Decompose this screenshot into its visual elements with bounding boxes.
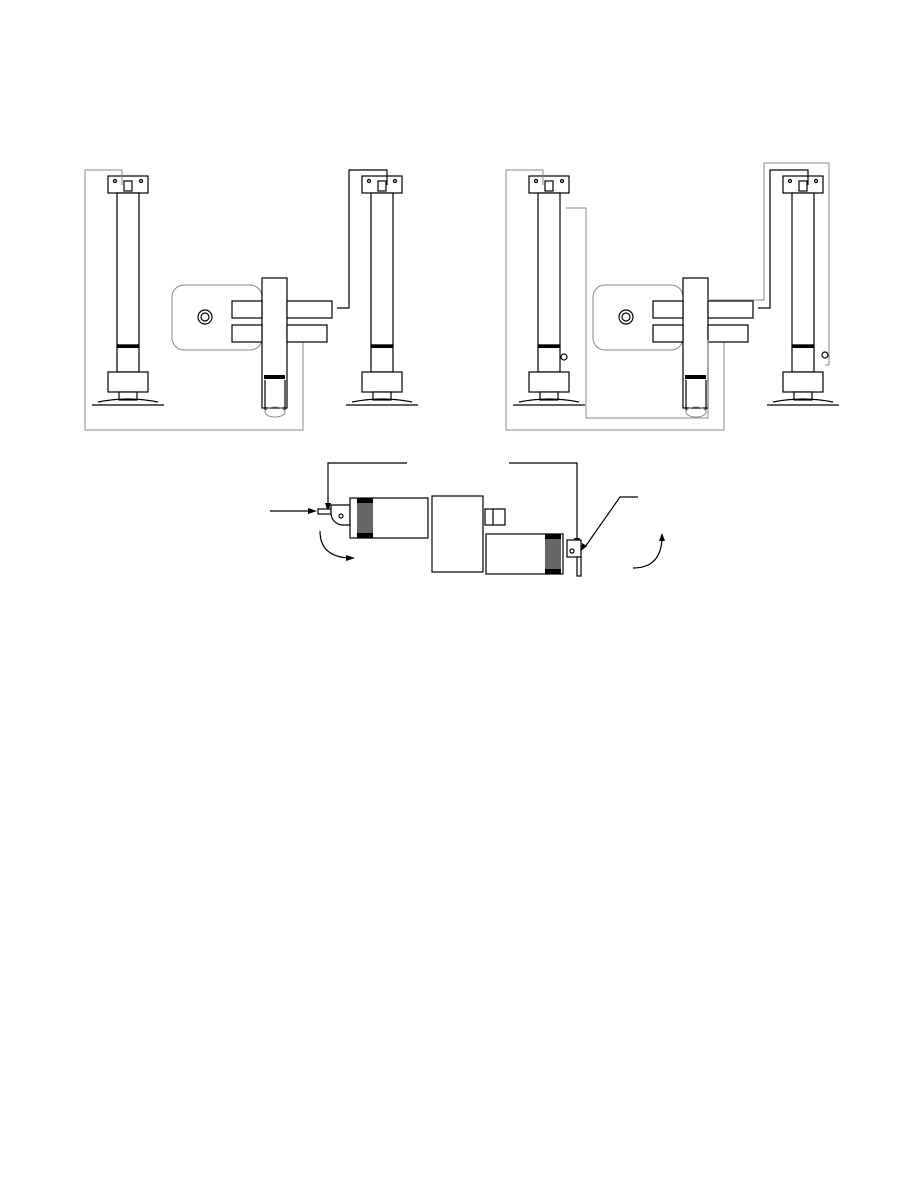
column-tube	[116, 192, 140, 346]
wire-right	[337, 169, 388, 309]
base-clamp	[782, 371, 824, 393]
column-foot	[793, 391, 813, 401]
assembly-view-right	[505, 162, 839, 431]
valve-fitting	[123, 180, 133, 192]
right-bracket	[566, 539, 582, 558]
wire-extra	[708, 162, 830, 366]
column-collar	[370, 344, 394, 373]
collar-band	[371, 345, 393, 348]
bolt	[787, 178, 793, 184]
hex-nut-inner	[200, 312, 210, 322]
sensor	[560, 353, 568, 361]
hex-nut	[197, 309, 213, 325]
gearbox	[431, 495, 484, 573]
input-pin	[317, 508, 332, 515]
bolt	[392, 178, 398, 184]
collar-band	[538, 345, 560, 348]
arrowhead	[308, 508, 317, 514]
solenoid	[286, 300, 333, 319]
arrowhead	[581, 543, 587, 551]
rotation-arrow-left	[319, 530, 351, 559]
collar-band	[792, 345, 814, 348]
bolt	[559, 178, 565, 184]
solenoid	[231, 324, 263, 343]
column-tube	[370, 192, 394, 346]
solenoid	[231, 300, 263, 319]
column-foot	[118, 391, 138, 401]
actuator-detail	[270, 462, 665, 577]
output-pin	[576, 556, 582, 577]
base-plate	[767, 398, 839, 406]
hose-clamp	[264, 375, 285, 379]
valve-body	[261, 277, 288, 409]
base-clamp	[107, 371, 149, 393]
wire-right	[758, 169, 809, 309]
bolt	[813, 178, 819, 184]
valve-body	[682, 277, 709, 409]
column-collar	[537, 344, 561, 373]
base-clamp	[528, 371, 570, 393]
cable-gland	[484, 508, 506, 526]
column-tube	[537, 192, 561, 346]
bolt	[112, 178, 118, 184]
sensor	[821, 351, 829, 359]
wire-extra	[566, 207, 709, 419]
base-plate	[513, 398, 585, 406]
pipe-end	[264, 406, 286, 418]
hose-clamp	[685, 375, 706, 379]
column-foot	[372, 391, 392, 401]
left-bracket	[330, 504, 351, 526]
solenoid	[286, 324, 328, 343]
motor-cylinder-left	[349, 497, 429, 539]
valve-fitting	[544, 180, 554, 192]
arrowhead	[325, 503, 331, 512]
solenoid	[652, 300, 684, 319]
hex-nut	[618, 309, 634, 325]
valve-fitting	[377, 180, 387, 192]
rotation-arrow-right	[632, 537, 663, 569]
solenoid	[707, 324, 749, 343]
bolt	[366, 178, 372, 184]
assembly-view-left	[84, 169, 418, 431]
column-foot	[539, 391, 559, 401]
leader-line-left	[327, 462, 407, 508]
solenoid	[707, 300, 754, 319]
base-plate	[346, 398, 418, 406]
column-collar	[791, 344, 815, 373]
bolt	[533, 178, 539, 184]
column-tube	[791, 192, 815, 346]
leader-line-diagonal	[584, 496, 638, 548]
base-plate	[92, 398, 164, 406]
leader-line-right	[509, 462, 578, 543]
pipe	[264, 380, 286, 410]
hex-nut-inner	[621, 312, 631, 322]
pipe	[685, 380, 707, 410]
pipe-end	[685, 406, 707, 418]
valve-fitting	[798, 180, 808, 192]
base-clamp	[361, 371, 403, 393]
collar-band	[117, 345, 139, 348]
solenoid	[652, 324, 684, 343]
column-collar	[116, 344, 140, 373]
bolt	[138, 178, 144, 184]
